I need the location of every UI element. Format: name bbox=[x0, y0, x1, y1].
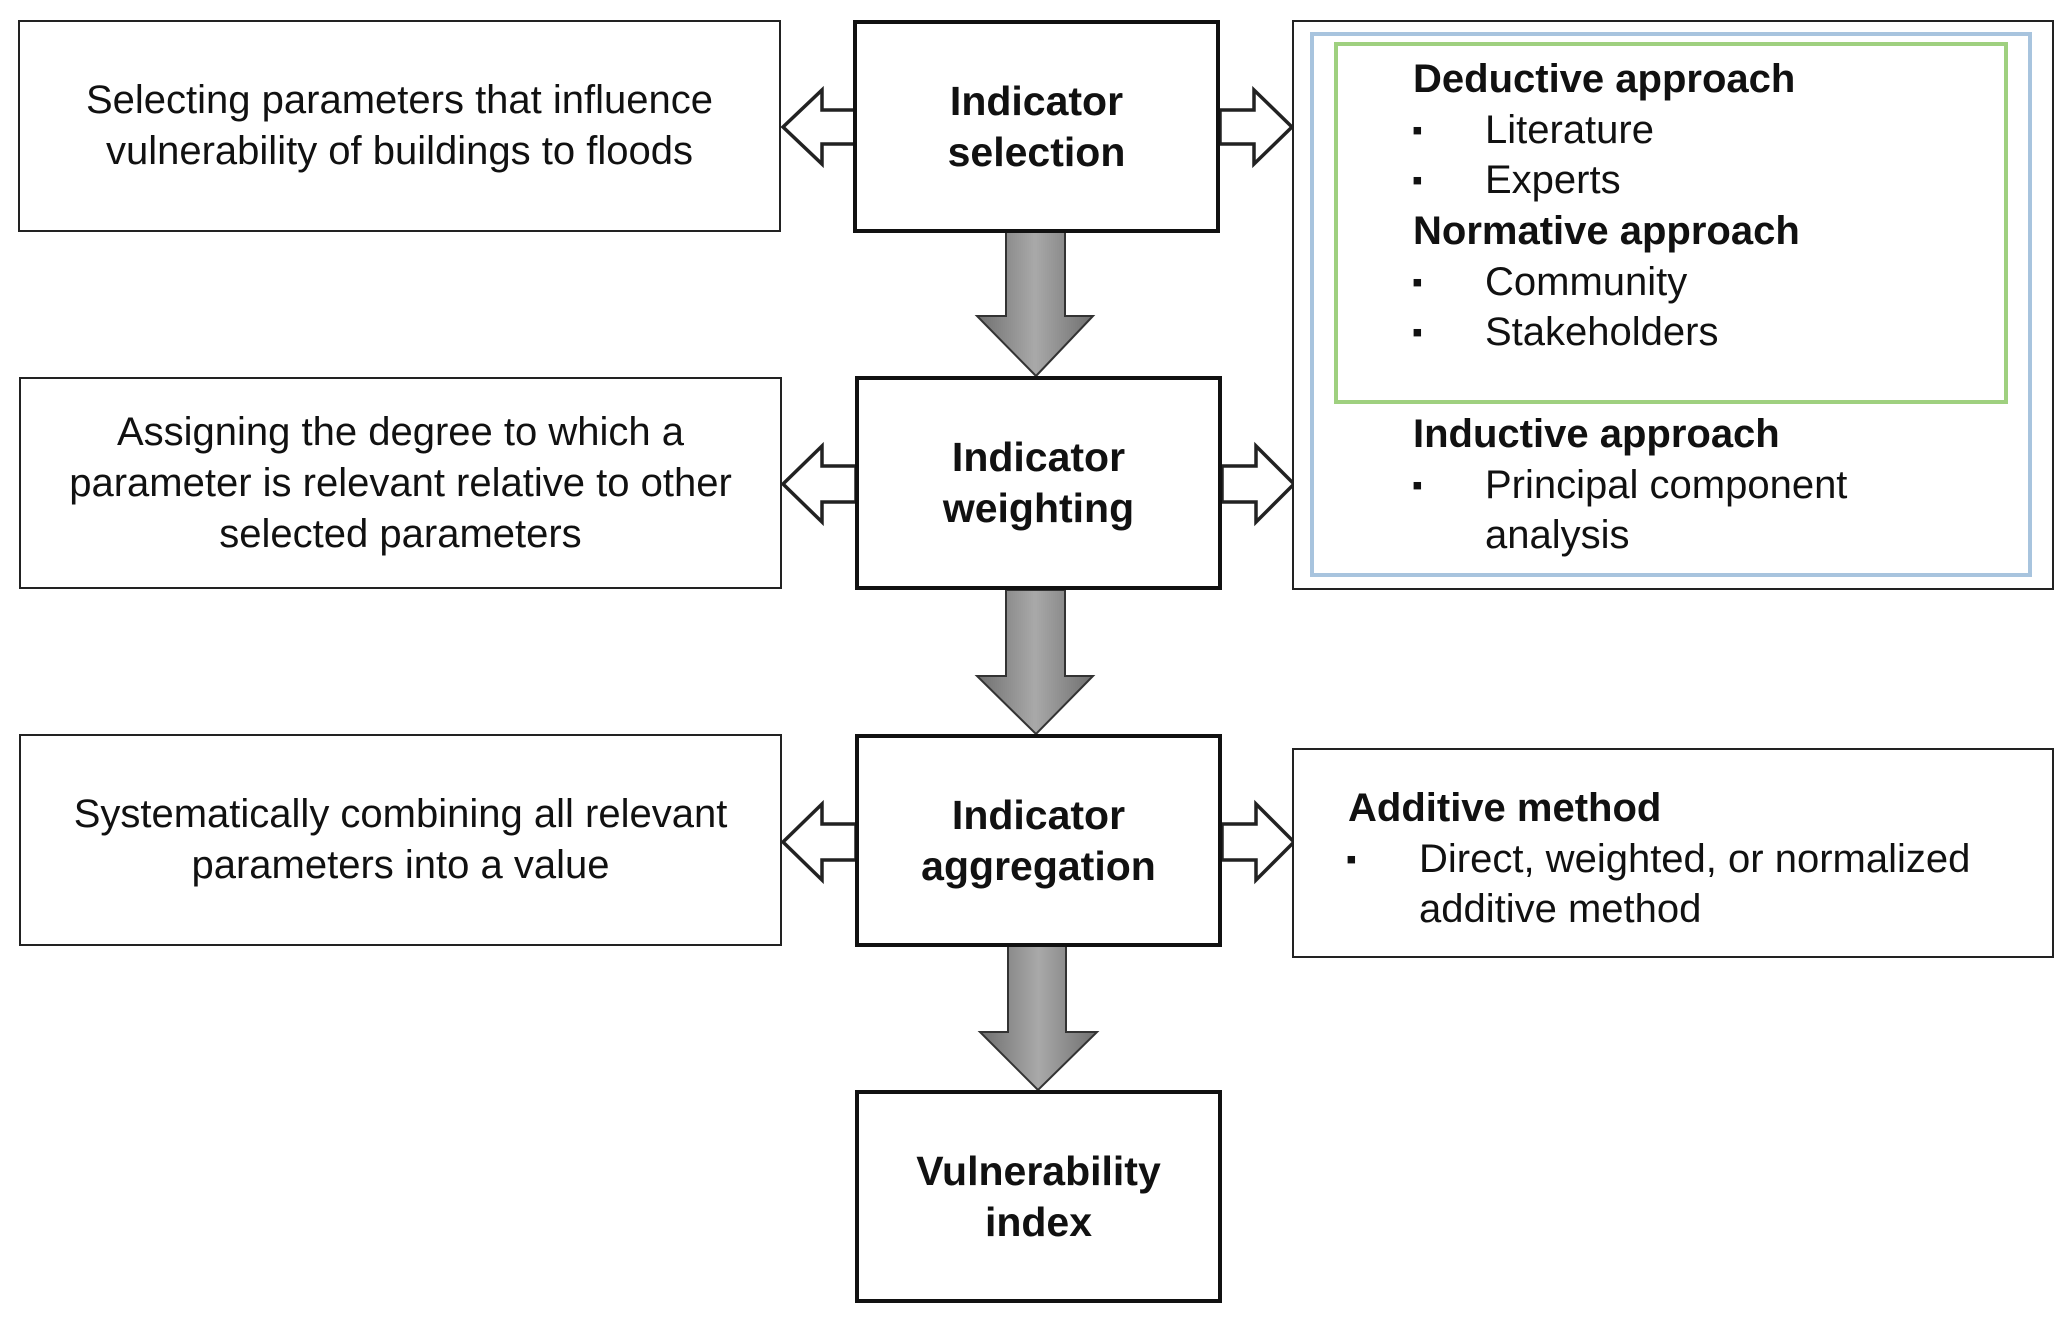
methods-box-approaches: Deductive approach ▪ Literature ▪ Expert… bbox=[1292, 20, 2054, 590]
left-arrow-3 bbox=[780, 799, 858, 885]
step-label-line2: index bbox=[984, 1198, 1093, 1245]
frame-deductive-inductive bbox=[1310, 32, 2032, 577]
down-arrow-2 bbox=[974, 589, 1096, 736]
left-arrow-1 bbox=[780, 85, 858, 169]
inductive-heading: Inductive approach bbox=[1413, 412, 1780, 456]
bullet-item-continued: analysis bbox=[1485, 513, 1630, 557]
step-label-line1: Indicator bbox=[949, 77, 1124, 124]
bullet-icon: ▪ bbox=[1412, 164, 1423, 197]
step-label-line1: Indicator bbox=[951, 434, 1126, 480]
bullet-item-continued: additive method bbox=[1419, 887, 1702, 931]
description-line: vulnerability of buildings to floods bbox=[105, 129, 693, 173]
step-vulnerability-index: Vulnerability index bbox=[855, 1090, 1222, 1303]
step-label-line2: weighting bbox=[942, 485, 1135, 531]
description-line: selected parameters bbox=[219, 511, 582, 556]
step-indicator-weighting: Indicator weighting bbox=[855, 376, 1222, 590]
bullet-item: Stakeholders bbox=[1485, 310, 1719, 354]
bullet-icon: ▪ bbox=[1346, 843, 1357, 876]
down-arrow-1 bbox=[974, 231, 1096, 378]
bullet-item: Community bbox=[1485, 260, 1688, 304]
additive-heading: Additive method bbox=[1348, 786, 1662, 830]
right-arrow-2 bbox=[1220, 441, 1297, 527]
down-arrow-3 bbox=[977, 945, 1100, 1092]
bullet-item: Literature bbox=[1485, 108, 1654, 152]
description-line: parameter is relevant relative to other bbox=[69, 460, 732, 505]
bullet-icon: ▪ bbox=[1412, 266, 1423, 299]
bullet-item: Direct, weighted, or normalized bbox=[1419, 837, 1971, 881]
step-label-line1: Indicator bbox=[951, 791, 1126, 838]
description-line: Selecting parameters that influence bbox=[85, 78, 714, 122]
bullet-item: Principal component bbox=[1485, 463, 1848, 507]
description-line: Assigning the degree to which a bbox=[116, 409, 684, 454]
deductive-heading: Deductive approach bbox=[1413, 57, 1796, 101]
left-arrow-2 bbox=[780, 441, 858, 527]
bullet-item: Experts bbox=[1485, 158, 1621, 202]
description-line: Systematically combining all relevant bbox=[73, 792, 728, 836]
step-label-line2: selection bbox=[947, 128, 1126, 175]
step-indicator-selection: Indicator selection bbox=[853, 20, 1220, 233]
step-indicator-aggregation: Indicator aggregation bbox=[855, 734, 1222, 947]
description-box-selection: Selecting parameters that influence vuln… bbox=[18, 20, 781, 232]
step-label-line2: aggregation bbox=[921, 842, 1156, 889]
normative-heading: Normative approach bbox=[1413, 209, 1800, 253]
description-box-weighting: Assigning the degree to which a paramete… bbox=[19, 377, 782, 589]
right-arrow-1 bbox=[1218, 85, 1295, 169]
bullet-icon: ▪ bbox=[1412, 114, 1423, 147]
right-arrow-3 bbox=[1220, 799, 1297, 885]
frame-deductive-normative bbox=[1334, 42, 2008, 404]
methods-box-additive: Additive method ▪ Direct, weighted, or n… bbox=[1292, 748, 2054, 958]
description-line: parameters into a value bbox=[191, 843, 610, 887]
bullet-icon: ▪ bbox=[1412, 469, 1423, 502]
bullet-icon: ▪ bbox=[1412, 316, 1423, 349]
step-label-line1: Vulnerability bbox=[916, 1147, 1161, 1194]
description-box-aggregation: Systematically combining all relevant pa… bbox=[19, 734, 782, 946]
